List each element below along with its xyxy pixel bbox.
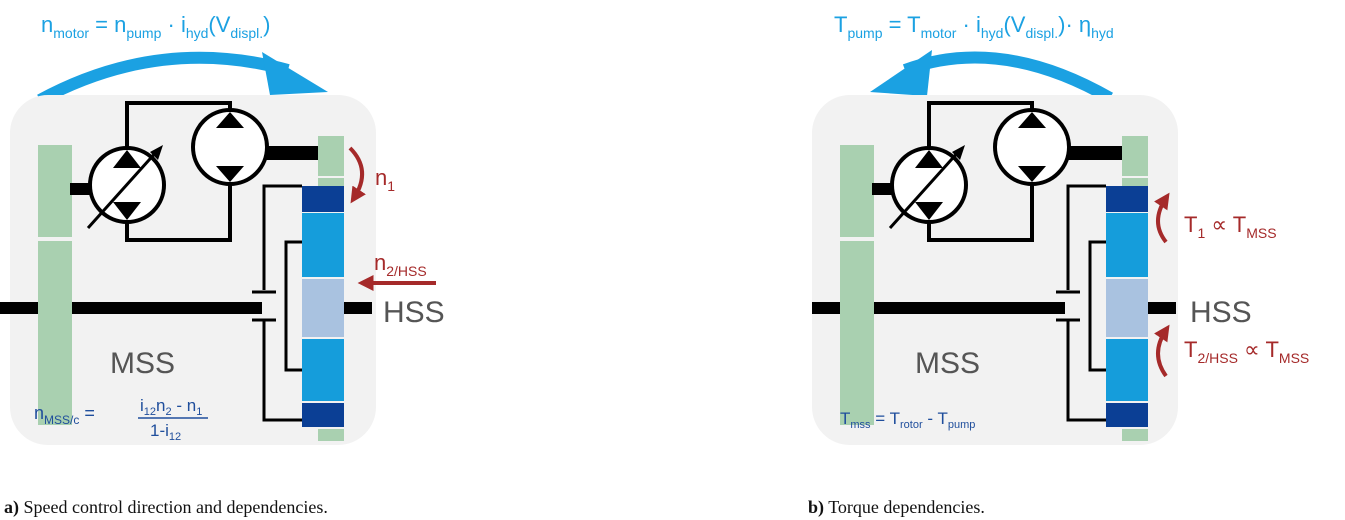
n1-arrow [348,146,366,204]
pump-shaft [872,183,894,195]
svg-text:i12n2 - n1: i12n2 - n1 [140,396,202,418]
n1-label: n1 [375,165,395,194]
svg-text:1-i12: 1-i12 [150,421,181,443]
sun-gear [302,279,344,337]
hss-label: HSS [1190,296,1252,329]
svg-text:nMSS/c =: nMSS/c = [34,403,95,427]
mss-speed-formula: nMSS/c = i12n2 - n1 1-i12 [34,396,208,443]
carrier-linkage [1056,184,1106,422]
hss-shaft-stub [1148,302,1176,314]
planet-lower [302,339,344,401]
motor-shaft [266,146,318,160]
sun-gear [1106,279,1148,337]
ring-dark-top [302,186,344,212]
t1-arrow [1154,192,1170,244]
hss-shaft-stub [344,302,372,314]
carrier-linkage [252,184,302,422]
planet-lower [1106,339,1148,401]
panel-b: Tpump = Tmotor · ihyd(Vdispl.)· ηhyd [808,12,1309,518]
mss-torque-formula: Tmss = Trotor - Tpump [840,409,975,431]
ring-gear-gap [1122,178,1148,186]
hydraulic-pump [86,145,166,230]
t2-arrow [1154,324,1170,378]
main-gear-lower [840,241,874,425]
t2-label: T2/HSS ∝ TMSS [1184,337,1309,366]
torque-direction-arrowhead [870,50,932,96]
hss-label: HSS [383,296,445,329]
ring-dark-bottom [302,403,344,427]
hydraulic-motor [993,108,1071,186]
ring-dark-bottom [1106,403,1148,427]
torque-direction-arrow [902,51,1113,104]
panel-a: nmotor = npump · ihyd(Vdispl.) [0,12,445,518]
ring-gear-gap [318,178,344,186]
ring-gear-top [318,136,344,176]
hydraulic-pump [888,145,968,230]
n2-label: n2/HSS [374,250,427,279]
ring-green-bottom [318,429,344,441]
ring-green-bottom [1122,429,1148,441]
main-gear-upper [38,145,72,237]
caption-b: b) Torque dependencies. [808,497,985,518]
torque-formula: Tpump = Tmotor · ihyd(Vdispl.)· ηhyd [834,12,1114,41]
motor-shaft [1068,146,1122,160]
speed-formula: nmotor = npump · ihyd(Vdispl.) [41,12,270,41]
speed-direction-arrowhead [262,52,328,95]
hydraulic-motor [191,108,269,186]
main-gear-upper [840,145,874,237]
main-shaft [812,302,1065,314]
ring-dark-top [1106,186,1148,212]
t1-label: T1 ∝ TMSS [1184,212,1277,241]
speed-direction-arrow [37,51,290,106]
mss-label: MSS [110,347,175,380]
caption-a: a) Speed control direction and dependenc… [4,497,328,518]
ring-gear-top [1122,136,1148,176]
main-gear-lower [38,241,72,425]
pump-shaft [70,183,92,195]
planet-upper [1106,213,1148,277]
planet-upper [302,213,344,277]
mss-label: MSS [915,347,980,380]
